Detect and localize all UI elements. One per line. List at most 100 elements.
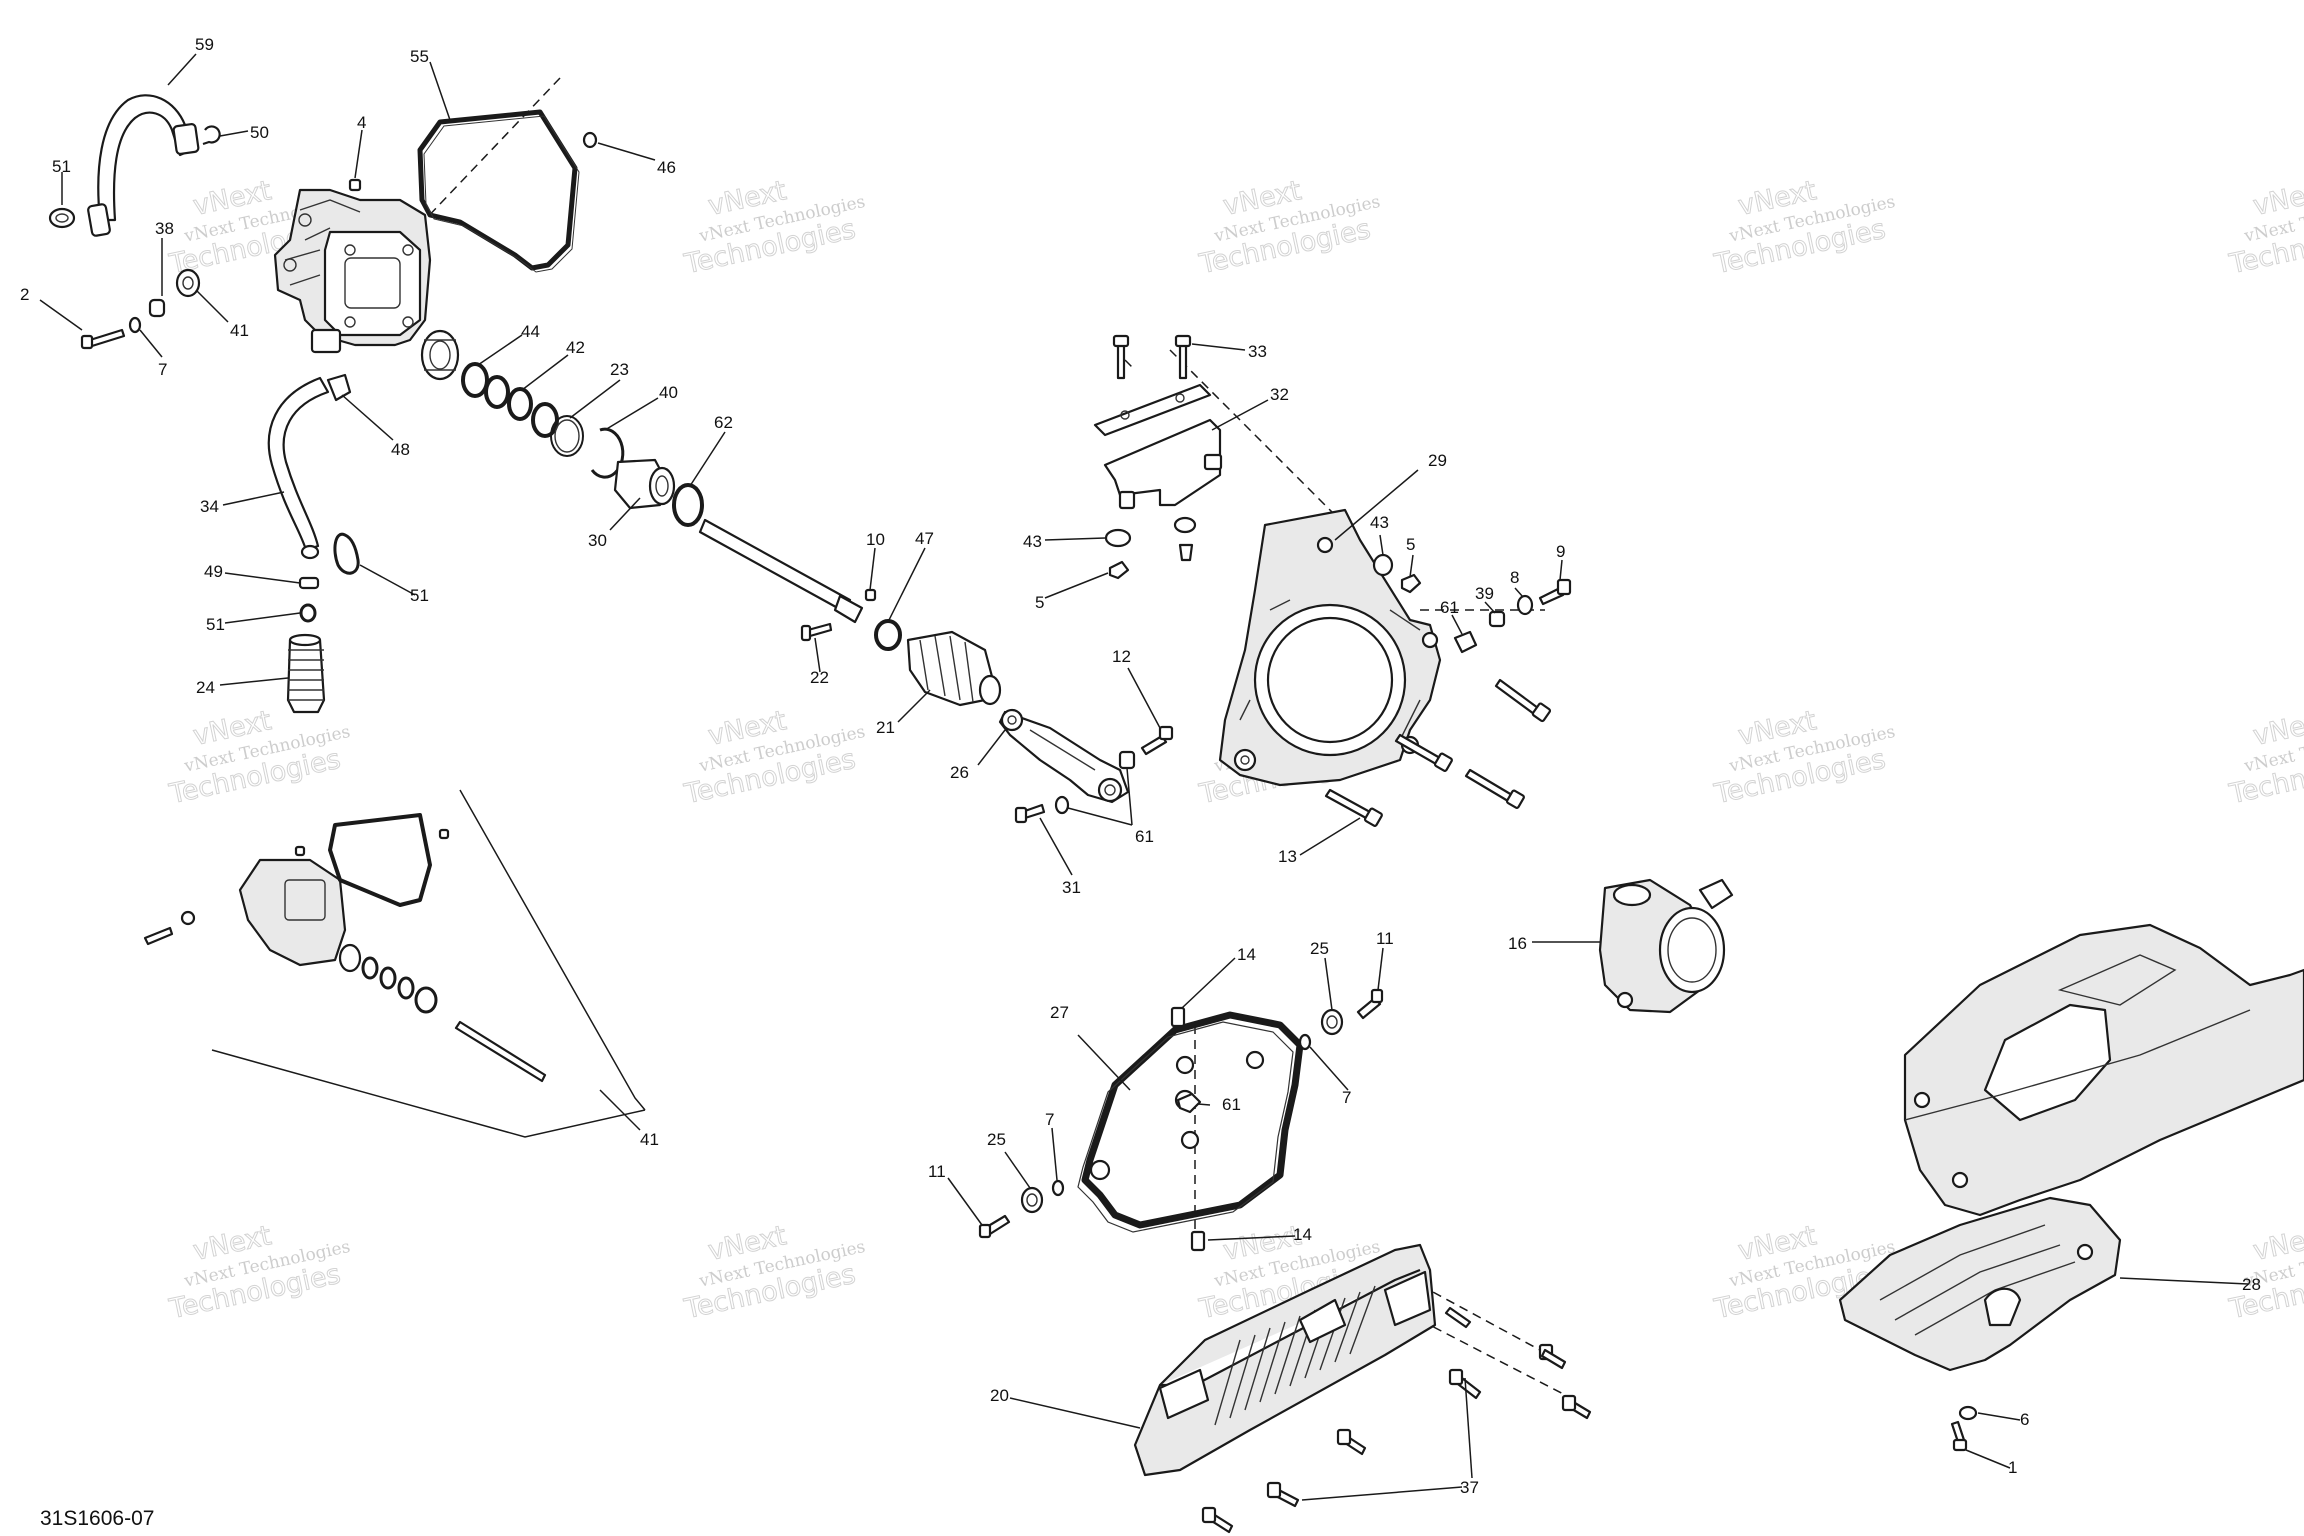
bolt-11-left [978,1214,1011,1239]
callout-14-bottom: 14 [1293,1225,1312,1244]
actuator-housing [273,188,432,354]
bolt-12 [1140,725,1174,756]
callout-14-top: 14 [1237,945,1256,964]
callout-6: 6 [2020,1410,2029,1429]
callout-12: 12 [1112,647,1131,666]
washer-6 [1958,1405,1978,1421]
retaining-ring-40 [590,427,625,479]
lower-cover-28 [1838,1196,2122,1372]
bolts-33 [1112,334,1192,380]
bushing-25-right [1320,1008,1344,1036]
callout-25-right: 25 [1310,939,1329,958]
callout-25-left: 25 [987,1130,1006,1149]
callout-48: 48 [391,440,410,459]
fitting-49 [298,576,320,590]
cover-20 [1133,1243,1437,1477]
callout-5-left: 5 [1035,593,1044,612]
reference-code: 31S1606-07 [40,1507,154,1530]
bolt-14-bottom [1190,1230,1206,1252]
gear-shaft-output [420,329,460,381]
callout-11-left: 11 [928,1162,946,1181]
bolt-2 [80,328,126,350]
callout-22: 22 [810,668,829,687]
clamp-51-top [48,207,76,229]
washer-7-left [1051,1179,1065,1197]
elbow-16 [1598,878,1734,1014]
pin-10 [864,588,877,602]
hose-34 [267,376,330,560]
washer-43-right [1372,553,1394,577]
boot-24 [286,633,326,714]
clamp-51-lower [299,603,317,623]
fitting-48 [326,373,352,402]
pin-38 [148,298,166,318]
callout-4: 4 [357,113,366,132]
gasket-55 [417,109,580,273]
clip-50 [202,125,221,146]
bolt-11-right [1356,988,1384,1020]
bellows-21 [906,630,1002,707]
assembly-axes [419,77,1576,1401]
callout-16: 16 [1508,934,1527,953]
callout-8: 8 [1510,568,1519,587]
nut-4 [348,178,362,192]
top-cover [1903,923,2304,1217]
clamp-62 [672,483,704,527]
leader-lines [39,53,2249,1501]
callout-29: 29 [1428,451,1447,470]
callout-61-frame: 61 [1222,1095,1241,1114]
callout-47: 47 [915,529,934,548]
callout-39: 39 [1475,584,1494,603]
callout-27: 27 [1050,1003,1069,1022]
callout-38: 38 [155,219,174,238]
callout-43-right: 43 [1370,513,1389,532]
callout-49: 49 [204,562,223,581]
callout-21: 21 [876,718,895,737]
callout-31: 31 [1062,878,1081,897]
bolt-31 [1014,803,1046,824]
bushing-61-bracket [1453,630,1478,654]
callout-51-right: 51 [410,586,429,605]
washer-7 [128,316,142,334]
callout-23: 23 [610,360,629,379]
plate-33 [1093,383,1212,437]
bolts-13 [1324,678,1552,827]
inset-assembly-41 [143,789,646,1138]
callout-9: 9 [1556,542,1565,561]
callout-32: 32 [1270,385,1289,404]
callout-43-left: 43 [1023,532,1042,551]
bolts-37 [1201,1306,1592,1534]
bearing-41 [175,268,201,298]
callout-61-bracket: 61 [1440,598,1459,617]
washer-bracket [1173,516,1197,562]
bolt-9 [1538,578,1572,606]
callout-46: 46 [657,158,676,177]
bolt-14-top [1170,1006,1186,1028]
nut-5-left [1108,560,1130,580]
callout-labels: 59 50 51 38 41 2 7 4 55 46 44 42 23 40 6… [20,35,2261,1497]
washer-7-right [1298,1033,1312,1051]
callout-41: 41 [230,321,249,340]
callout-1: 1 [2008,1458,2017,1477]
callout-41-inset: 41 [640,1130,659,1149]
bolt-1 [1950,1420,1968,1452]
clamp-47 [874,619,902,651]
callout-7: 7 [158,360,167,379]
seal-rings-44-42 [461,362,559,438]
spacer-39 [1488,610,1506,628]
callout-34: 34 [200,497,219,516]
callout-51-lower: 51 [206,615,225,634]
callout-10: 10 [866,530,885,549]
callout-50: 50 [250,123,269,142]
callout-2: 2 [20,285,29,304]
strap-59 [87,94,200,237]
callout-33: 33 [1248,342,1267,361]
link-arm-26 [998,708,1130,804]
mount-bracket-29 [1218,508,1442,787]
callout-51: 51 [52,157,71,176]
washer-61-link [1054,795,1070,815]
callout-59: 59 [195,35,214,54]
callout-11-right: 11 [1376,929,1394,948]
callout-30: 30 [588,531,607,550]
